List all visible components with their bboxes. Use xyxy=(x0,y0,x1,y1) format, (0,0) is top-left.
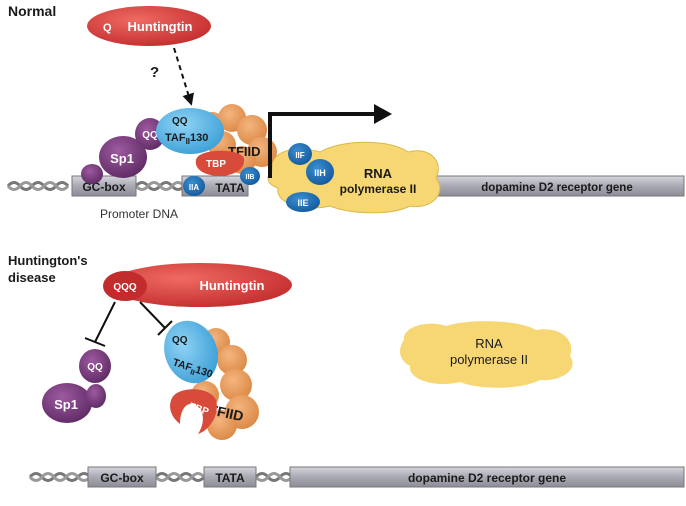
normal-taf-label: TAFII130 xyxy=(165,132,208,146)
normal-dna-helix xyxy=(6,181,186,191)
normal-rna-pol-line2: polymerase II xyxy=(340,182,417,196)
normal-iih-label: IIH xyxy=(314,168,326,178)
normal-huntingtin xyxy=(87,6,211,46)
disease-huntingtin-label: Huntingtin xyxy=(200,278,265,293)
normal-huntingtin-label: Huntingtin xyxy=(128,19,193,34)
disease-rna-polymerase xyxy=(400,321,573,388)
disease-gene-label: dopamine D2 receptor gene xyxy=(408,471,566,485)
normal-promoter-label: Promoter DNA xyxy=(100,207,178,221)
disease-gene-bar xyxy=(289,466,685,488)
transcription-arrowhead xyxy=(374,104,392,124)
disease-huntingtin-repeat: QQQ xyxy=(113,282,137,293)
normal-uncertain-interaction-arrow xyxy=(173,47,194,106)
normal-tata-label: TATA xyxy=(215,181,245,195)
disease-title-line2: disease xyxy=(8,270,56,285)
disease-rna-pol-line2: polymerase II xyxy=(450,352,528,367)
disease-taf-qq: QQ xyxy=(172,335,188,346)
disease-rna-pol-line1: RNA xyxy=(475,336,503,351)
disease-tafii130 xyxy=(164,320,218,384)
normal-tbp xyxy=(195,150,245,176)
disease-qqq-domain xyxy=(103,271,147,301)
normal-taf-qq: QQ xyxy=(172,116,188,127)
normal-iib-label: IIB xyxy=(246,174,255,181)
normal-iia xyxy=(183,176,205,196)
disease-inhibit-taf-bar xyxy=(157,320,173,336)
normal-question-mark: ? xyxy=(150,64,159,81)
disease-tata-label: TATA xyxy=(215,471,245,485)
disease-tata-box xyxy=(203,466,257,488)
transcription-start-arrow xyxy=(268,112,378,178)
disease-inhibit-taf-line xyxy=(139,301,166,329)
disease-sp1-qq: QQ xyxy=(87,362,103,373)
disease-inhibit-sp1-bar xyxy=(84,337,106,347)
normal-iie xyxy=(286,192,320,212)
disease-taf-label: TAFII130 xyxy=(170,356,214,382)
normal-gene-label: dopamine D2 receptor gene xyxy=(481,182,632,194)
normal-iia-label: IIA xyxy=(189,183,199,192)
disease-gc-box-label: GC-box xyxy=(100,471,144,485)
normal-rna-pol-line1: RNA xyxy=(364,166,393,181)
normal-huntingtin-repeat: Q xyxy=(103,22,112,34)
disease-sp1-label: Sp1 xyxy=(54,397,78,412)
disease-title-line1: Huntington's xyxy=(8,253,88,268)
disease-tbp xyxy=(170,389,217,434)
normal-iih xyxy=(306,159,334,185)
normal-iie-label: IIE xyxy=(297,198,308,208)
normal-iif xyxy=(288,143,312,165)
normal-sp1-label: Sp1 xyxy=(110,151,134,166)
disease-gc-box xyxy=(87,466,157,488)
disease-dna-helix xyxy=(28,472,294,482)
normal-sp1-qq: QQ xyxy=(142,130,158,141)
disease-inhibit-sp1-line xyxy=(94,301,116,343)
normal-panel-title: Normal xyxy=(8,3,56,19)
normal-tbp-label: TBP xyxy=(206,159,226,170)
normal-iib xyxy=(240,167,260,185)
disease-sp1-protein xyxy=(42,349,111,423)
normal-tafii130 xyxy=(156,108,224,154)
disease-huntingtin xyxy=(108,263,292,307)
normal-iif-label: IIF xyxy=(295,151,304,160)
